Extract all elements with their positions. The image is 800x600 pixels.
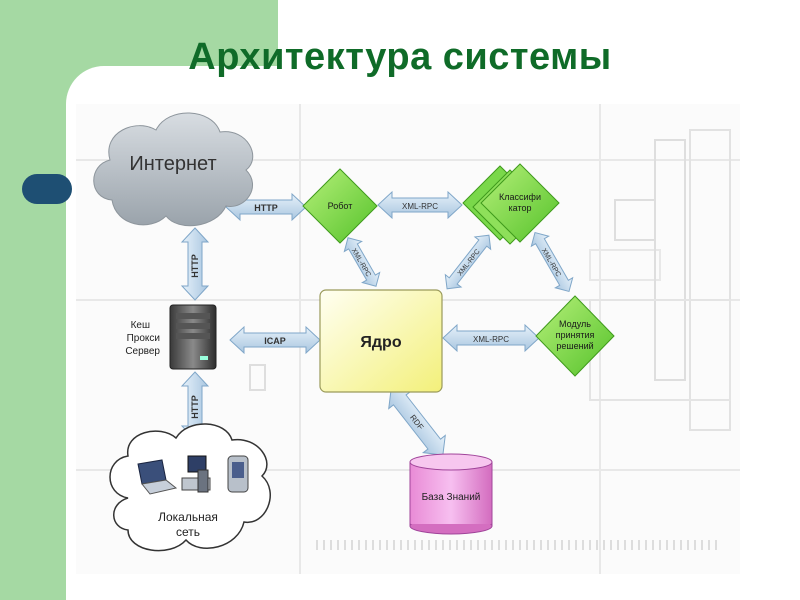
core-label: Ядро — [360, 334, 401, 351]
accent-pill — [22, 174, 72, 204]
classifier-node: Классифи катор — [462, 163, 560, 245]
arrow-internet-proxy: HTTP — [180, 227, 210, 301]
decision-module-node: Модуль принятия решений — [535, 295, 615, 377]
proxy-label-1: Кеш — [131, 320, 150, 331]
lan-label-1: Локальная — [158, 510, 218, 524]
classifier-label-2: катор — [509, 203, 532, 213]
decision-label-1: Модуль — [559, 319, 591, 329]
label-icap: ICAP — [264, 336, 286, 346]
core-node: Ядро — [319, 289, 443, 393]
proxy-label-2: Прокси — [127, 333, 160, 344]
knowledge-base-label: База Знаний — [422, 492, 481, 503]
laptop-icon — [137, 459, 178, 495]
classifier-label-1: Классифи — [499, 192, 541, 202]
lan-label-2: сеть — [176, 525, 200, 539]
label-xmlrpc-core-decision: XML-RPC — [473, 335, 509, 344]
proxy-server-node: Кеш Прокси Сервер — [125, 304, 217, 370]
label-xmlrpc-robot-classifier: XML-RPC — [402, 202, 438, 211]
label-http-internet-robot: HTTP — [254, 203, 278, 213]
desktop-icon — [181, 455, 211, 493]
label-http-proxy-lan: HTTP — [190, 395, 200, 419]
robot-node: Робот — [302, 168, 378, 244]
proxy-label-3: Сервер — [125, 346, 160, 357]
internet-label: Интернет — [129, 153, 216, 175]
label-http-internet-proxy: HTTP — [190, 254, 200, 278]
arrow-robot-classifier: XML-RPC — [377, 190, 463, 220]
slide-title: Архитектура системы — [188, 36, 612, 78]
internet-cloud: Интернет — [93, 112, 254, 227]
robot-label: Робот — [328, 201, 353, 211]
decision-label-2: принятия — [556, 330, 595, 340]
pda-icon — [227, 455, 249, 493]
knowledge-base-node: База Знаний — [409, 453, 493, 535]
decision-label-3: решений — [556, 341, 593, 351]
lan-cloud: Локальная сеть — [109, 423, 271, 552]
